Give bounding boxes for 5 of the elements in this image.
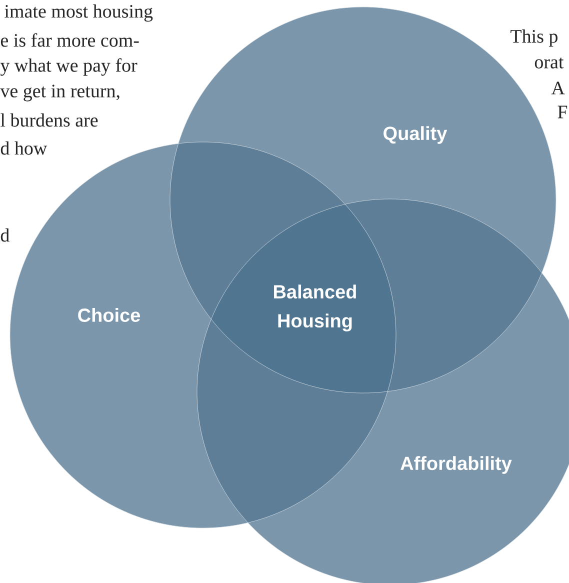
body-text: ve get in return, — [0, 84, 120, 102]
body-text: e is far more com- — [0, 33, 139, 47]
body-text: y what we pay for — [0, 58, 138, 76]
body-text: This p — [510, 29, 558, 47]
venn-label: Balanced Housing — [274, 284, 356, 332]
